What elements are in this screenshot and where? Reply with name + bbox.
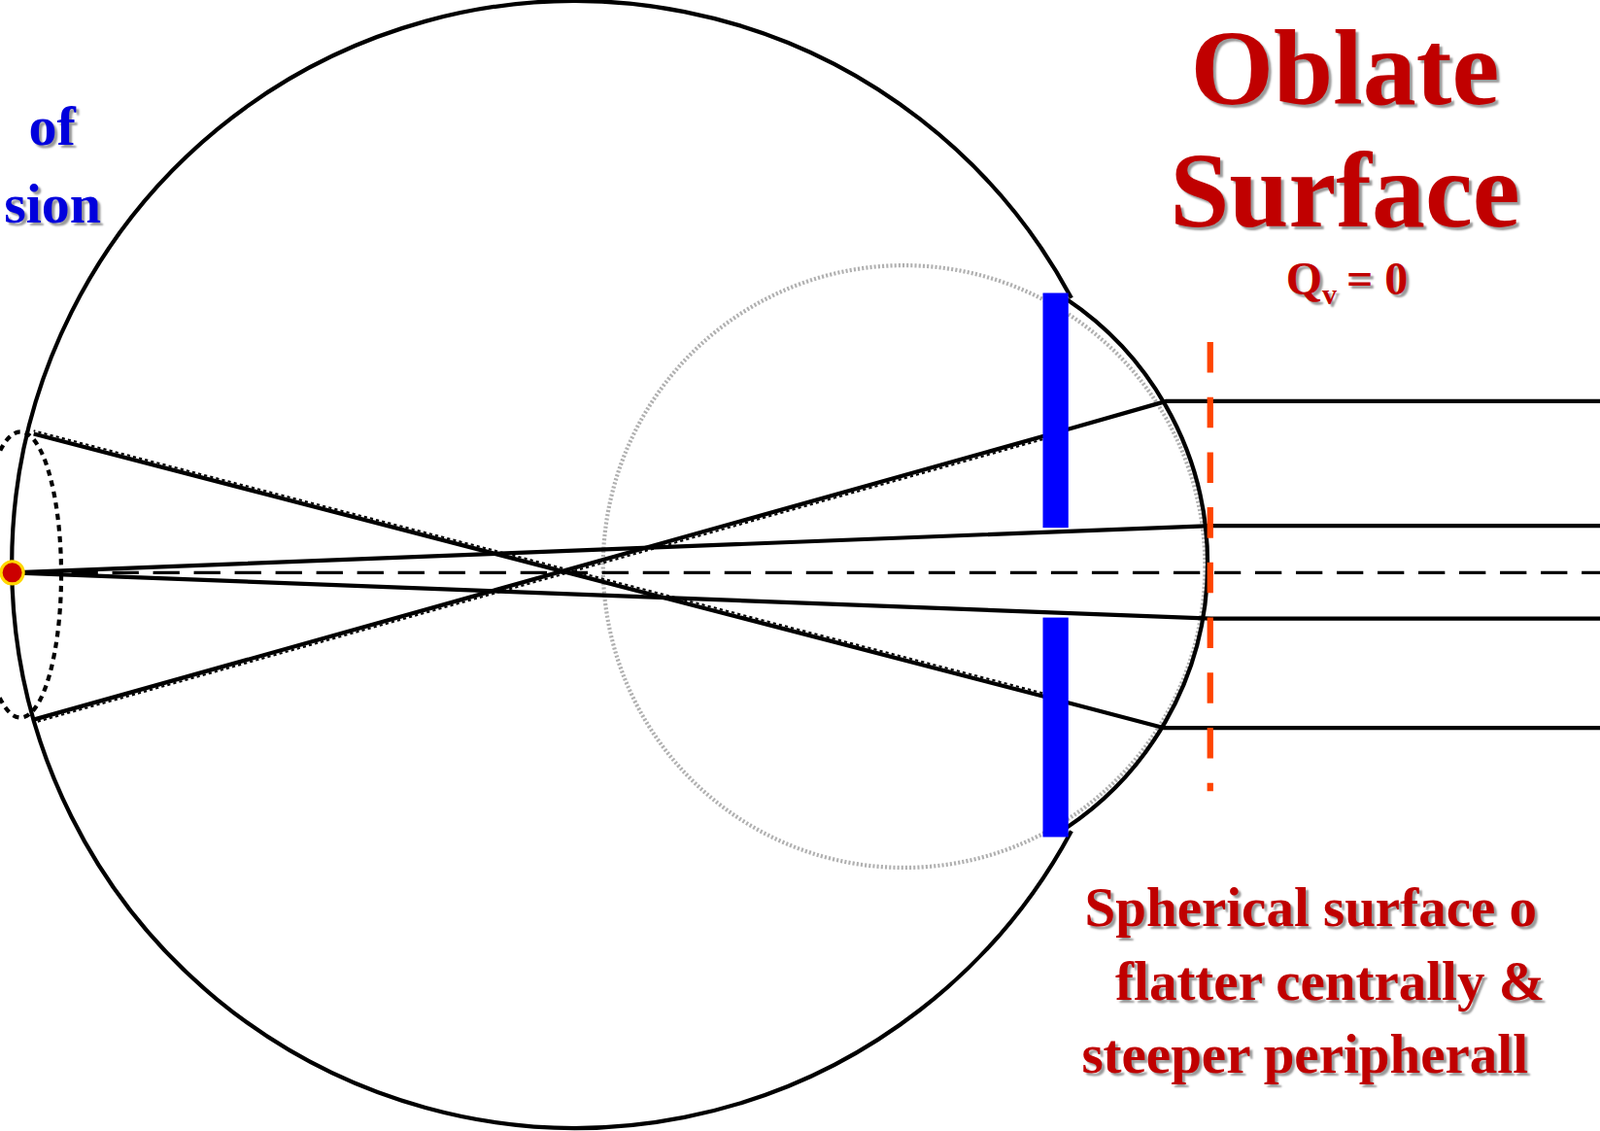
ray-dotted-edge	[34, 432, 1067, 722]
light-rays	[12, 401, 1600, 728]
reference-dashed-line	[1207, 341, 1214, 791]
note-text: Spherical surface o	[1085, 879, 1537, 935]
fovea-ellipse	[0, 431, 62, 717]
axis-label: sion	[3, 175, 102, 233]
cornea-outline	[1066, 299, 1208, 828]
iris-bar	[1042, 617, 1068, 838]
iris-bar	[1042, 293, 1068, 529]
ray-dotted-edge	[34, 430, 1067, 722]
light-ray	[12, 525, 1600, 573]
lens-circle	[603, 265, 1206, 868]
ray-dotted-edge	[34, 430, 1067, 699]
asphericity-label: Qv= 0	[1286, 255, 1409, 303]
fixation-point	[0, 561, 24, 584]
axis-label: of	[28, 98, 75, 155]
title: Oblate Surface	[1116, 7, 1573, 252]
light-ray	[34, 401, 1600, 720]
note-text: flatter centrally &	[1115, 953, 1545, 1009]
note-text: steeper peripherall	[1081, 1025, 1529, 1082]
asphericity-value: = 0	[1346, 255, 1408, 303]
asphericity-symbol: Q	[1286, 255, 1323, 303]
light-ray	[12, 572, 1600, 618]
optical-axis	[31, 571, 1600, 575]
asphericity-subscript: v	[1322, 279, 1337, 309]
